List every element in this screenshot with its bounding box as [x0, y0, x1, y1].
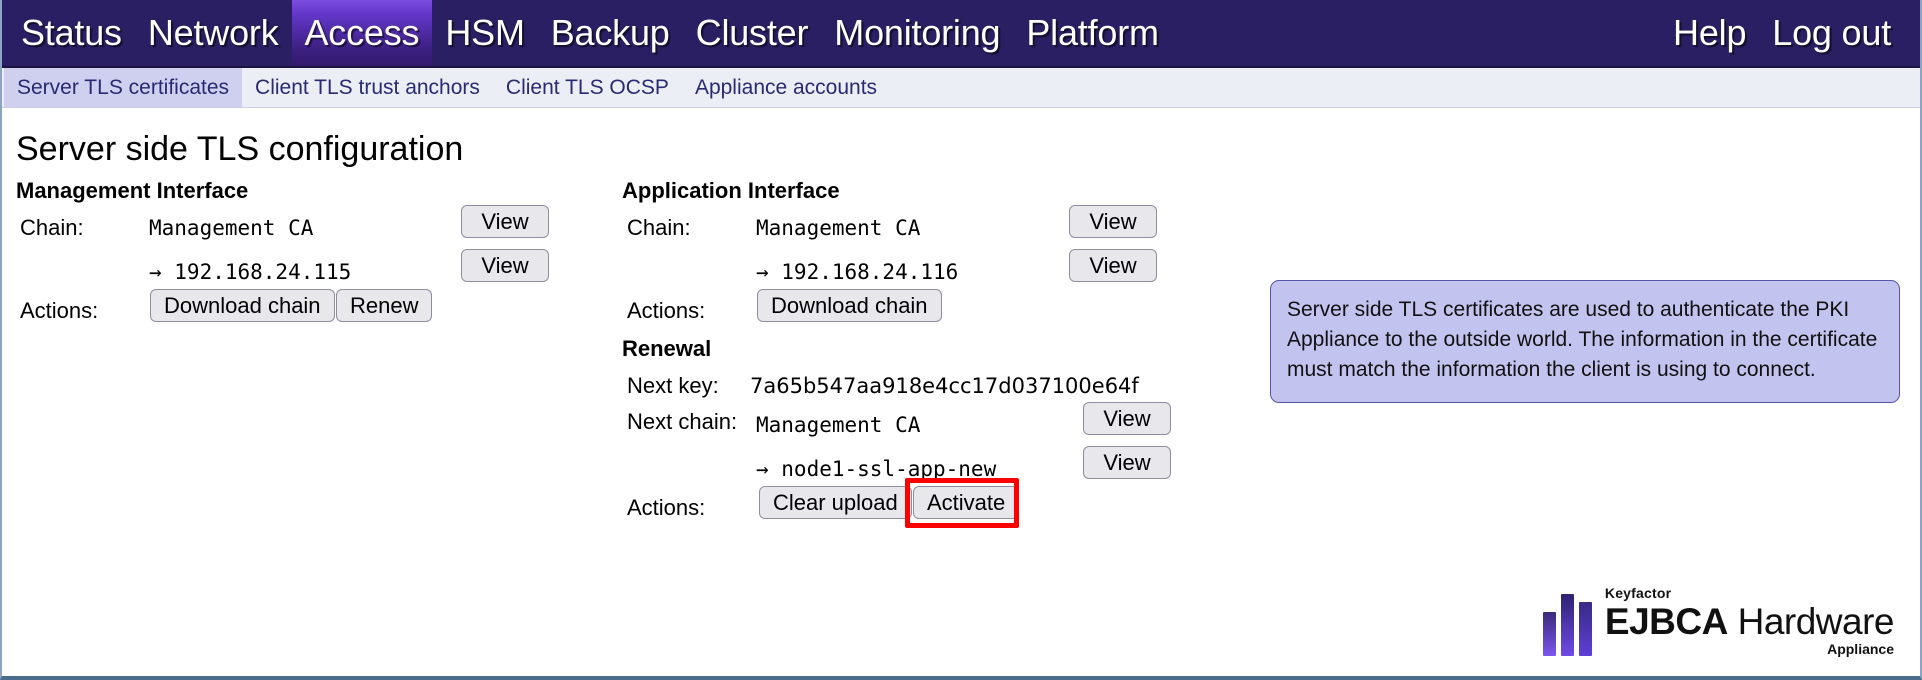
nav-item-access[interactable]: Access: [291, 0, 433, 66]
page-body: Server side TLS configuration Management…: [2, 108, 1920, 676]
renewal-activate-button[interactable]: Activate: [913, 486, 1020, 519]
management-view-root-button[interactable]: View: [461, 205, 549, 238]
ejbca-hardware-appliance-logo: Keyfactor EJBCA Hardware Appliance: [1542, 585, 1895, 657]
logo-appliance-text: Appliance: [1827, 641, 1894, 657]
nav-item-backup[interactable]: Backup: [550, 12, 670, 53]
renewal-actions-label: Actions:: [627, 495, 706, 520]
application-chain-leaf: → 192.168.24.116: [756, 260, 959, 284]
nav-item-log-out[interactable]: Log out: [1772, 12, 1891, 53]
top-nav-user-actions: Help Log out: [1660, 0, 1920, 66]
info-panel: Server side TLS certificates are used to…: [1270, 280, 1900, 404]
application-view-root-button[interactable]: View: [1069, 205, 1157, 238]
application-actions-label: Actions:: [627, 298, 706, 323]
management-chain-label: Chain:: [20, 215, 84, 240]
renewal-next-chain-leaf: → node1-ssl-app-new: [756, 457, 997, 481]
nav-item-cluster[interactable]: Cluster: [695, 12, 809, 53]
renewal-view-leaf-button[interactable]: View: [1083, 446, 1171, 479]
renewal-view-root-button[interactable]: View: [1083, 402, 1171, 435]
renewal-next-chain-root: Management CA: [756, 413, 921, 437]
renewal-next-chain-label: Next chain:: [627, 409, 738, 434]
renewal-clear-upload-button[interactable]: Clear upload: [759, 486, 912, 519]
management-renew-button[interactable]: Renew: [336, 289, 433, 322]
subnav-item-appliance-accounts[interactable]: Appliance accounts: [694, 75, 878, 99]
application-view-leaf-button[interactable]: View: [1069, 249, 1157, 282]
application-chain-label: Chain:: [627, 215, 691, 240]
info-panel-text: Server side TLS certificates are used to…: [1287, 298, 1878, 381]
nav-item-hsm[interactable]: HSM: [445, 12, 525, 53]
nav-item-network[interactable]: Network: [147, 12, 279, 53]
nav-item-monitoring[interactable]: Monitoring: [834, 12, 1001, 53]
page-title: Server side TLS configuration: [16, 130, 464, 168]
management-interface-heading: Management Interface: [16, 178, 249, 203]
keyfactor-bars-icon: [1542, 594, 1592, 656]
nav-item-help[interactable]: Help: [1673, 12, 1747, 53]
logo-product-bold: EJBCA: [1604, 601, 1728, 642]
application-download-chain-button[interactable]: Download chain: [757, 289, 942, 322]
subnav-item-server-tls-certificates[interactable]: Server TLS certificates: [4, 68, 243, 107]
application-chain-root: Management CA: [756, 216, 921, 240]
subnav-item-client-tls-trust-anchors[interactable]: Client TLS trust anchors: [255, 75, 480, 99]
management-chain-root: Management CA: [149, 216, 314, 240]
management-view-leaf-button[interactable]: View: [461, 249, 549, 282]
application-interface-heading: Application Interface: [622, 178, 840, 203]
top-navigation-bar: Status Network Access HSM Backup Cluster…: [2, 0, 1920, 68]
nav-item-status[interactable]: Status: [21, 12, 122, 53]
nav-item-platform[interactable]: Platform: [1026, 12, 1159, 53]
subnav-item-client-tls-ocsp[interactable]: Client TLS OCSP: [505, 75, 669, 99]
logo-text: Keyfactor EJBCA Hardware Appliance: [1604, 585, 1895, 657]
management-download-chain-button[interactable]: Download chain: [150, 289, 335, 322]
renewal-next-key-value: 7a65b547aa918e4cc17d037100e64f: [750, 374, 1139, 398]
renewal-heading: Renewal: [622, 336, 712, 361]
management-chain-leaf: → 192.168.24.115: [149, 260, 352, 284]
renewal-next-key-label: Next key:: [627, 373, 719, 398]
logo-keyfactor-text: Keyfactor: [1604, 585, 1672, 601]
logo-product-light: Hardware: [1727, 601, 1895, 642]
logo-product-name: EJBCA Hardware: [1604, 601, 1895, 642]
top-nav-items: Status Network Access HSM Backup Cluster…: [2, 0, 1172, 66]
sub-navigation-bar: Server TLS certificates Client TLS trust…: [2, 68, 1920, 108]
management-actions-label: Actions:: [20, 298, 99, 323]
